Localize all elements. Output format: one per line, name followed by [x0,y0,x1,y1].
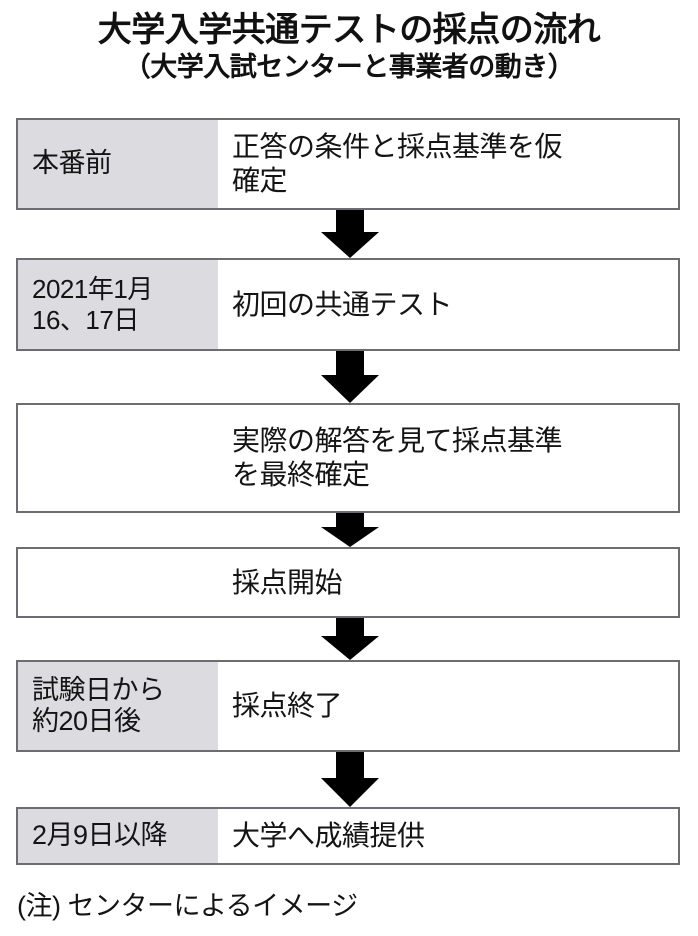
footnote: (注) センターによるイメージ [17,891,358,921]
down-arrow-icon [321,618,379,660]
flow-step-box: 試験日から 約20日後 採点終了 [16,660,680,752]
chart-header: 大学入学共通テストの採点の流れ （大学入試センターと事業者の動き） [0,0,698,83]
flow-step-box: 採点開始 [16,547,680,618]
flow-step-text: 正答の条件と採点基準を仮 確定 [232,131,563,196]
flow-step-box: 2021年1月 16、17日 初回の共通テスト [16,258,680,351]
flow-step-text: 採点開始 [232,566,343,598]
flow-step-timing-label: 試験日から 約20日後 [18,662,218,750]
down-arrow-icon [321,351,379,403]
flow-step-text: 実際の解答を見て採点基準 を最終確定 [232,425,563,490]
flow-step-timing-label: 2月9日以降 [18,809,218,863]
flow-step-box: 2月9日以降 大学へ成績提供 [16,807,680,865]
flow-step-text: 初回の共通テスト [232,288,453,320]
down-arrow-icon [321,210,379,258]
flow-step-text: 大学へ成績提供 [232,820,425,852]
flow-step-timing-label: 2021年1月 16、17日 [18,260,218,349]
flow-step-timing-label: 本番前 [18,120,218,208]
down-arrow-icon [321,513,379,547]
down-arrow-icon [321,752,379,807]
flow-step-box: 実際の解答を見て採点基準 を最終確定 [16,403,680,513]
page-subtitle: （大学入試センターと事業者の動き） [123,52,575,83]
page-title: 大学入学共通テストの採点の流れ [97,11,601,49]
flow-step-text: 採点終了 [232,690,343,722]
flow-step-box: 本番前 正答の条件と採点基準を仮 確定 [16,118,680,210]
